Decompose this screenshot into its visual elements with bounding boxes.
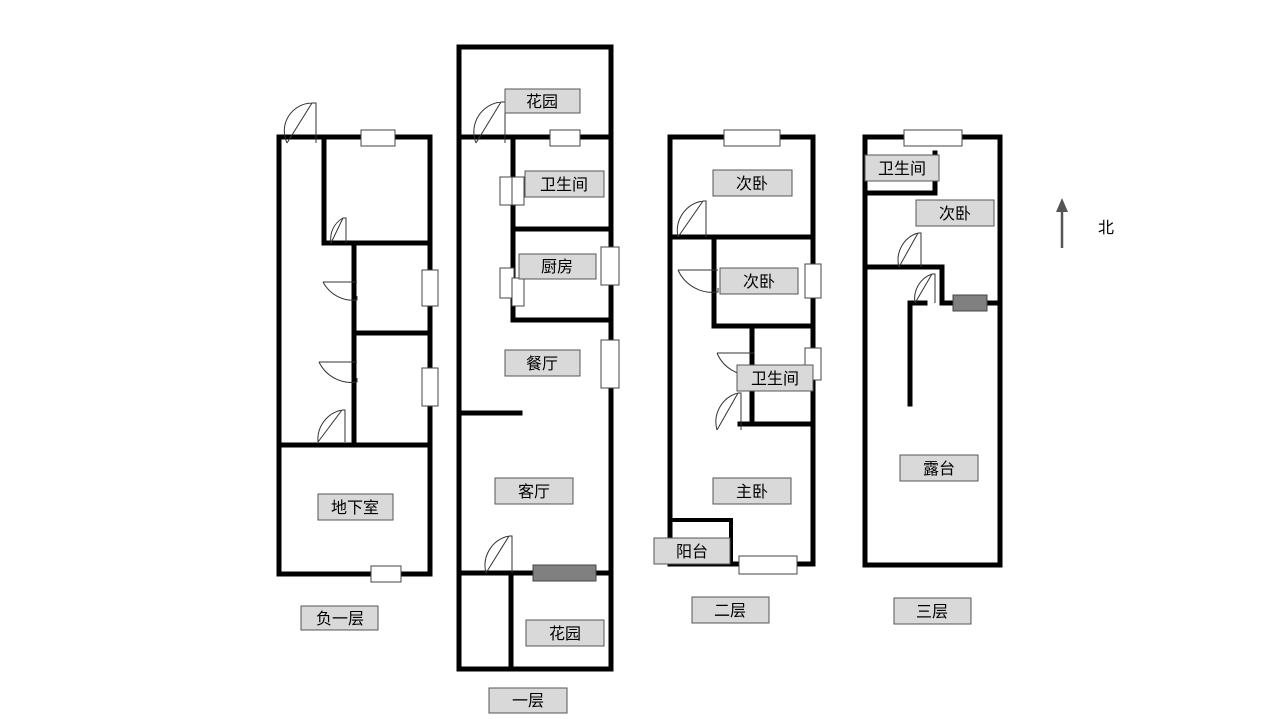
wall-marker — [532, 564, 597, 582]
door — [677, 269, 719, 293]
stairs — [530, 416, 554, 448]
window — [421, 367, 439, 407]
svg-text:负一层: 负一层 — [316, 609, 364, 628]
door — [897, 232, 922, 268]
stairs — [464, 364, 504, 406]
svg-text:花园: 花园 — [526, 92, 558, 111]
window — [511, 277, 525, 307]
floor-label-2: 二层 — [691, 596, 770, 624]
svg-text:卫生间: 卫生间 — [540, 175, 588, 194]
svg-text:卫生间: 卫生间 — [878, 159, 926, 178]
room-label-bathroom: 卫生间 — [524, 170, 605, 198]
svg-text:卫生间: 卫生间 — [751, 369, 799, 388]
door — [715, 392, 742, 431]
svg-text:一层: 一层 — [512, 691, 544, 710]
door — [322, 281, 358, 301]
svg-text:厨房: 厨房 — [541, 257, 573, 276]
door — [676, 200, 707, 238]
svg-text:次卧: 次卧 — [736, 174, 768, 193]
floor-3-plan: 卫生间 次卧 露台 三层 — [862, 129, 1003, 625]
stairs — [486, 578, 510, 610]
floor-2-plan: 次卧 次卧 卫生间 主卧 阳台 二层 — [653, 129, 822, 624]
stairs — [674, 364, 710, 406]
floor-label-b1: 负一层 — [300, 605, 379, 631]
svg-text:花园: 花园 — [549, 624, 581, 643]
window — [360, 129, 396, 147]
north-arrowhead-icon — [1056, 198, 1068, 212]
window — [549, 129, 581, 147]
window — [421, 269, 439, 307]
door — [473, 101, 506, 144]
svg-text:地下室: 地下室 — [331, 498, 379, 517]
floor-1-plan: 花园 卫生间 厨房 餐厅 客厅 花园 一层 — [456, 44, 620, 714]
svg-text:餐厅: 餐厅 — [526, 354, 558, 373]
svg-text:次卧: 次卧 — [939, 204, 971, 223]
room-label-balcony: 阳台 — [653, 537, 731, 565]
room-label-second-bedroom-1: 次卧 — [712, 169, 793, 197]
room-label-kitchen: 厨房 — [518, 253, 597, 280]
room-label-dining: 餐厅 — [504, 349, 581, 377]
door — [330, 217, 347, 244]
room-label-bathroom: 卫生间 — [864, 154, 940, 182]
stairs — [284, 364, 322, 406]
svg-text:三层: 三层 — [916, 602, 948, 621]
svg-text:露台: 露台 — [923, 459, 955, 478]
svg-text:客厅: 客厅 — [518, 482, 550, 501]
room-label-terrace: 露台 — [899, 454, 979, 482]
floor-b1-walls — [276, 134, 433, 577]
north-compass: 北 — [1056, 198, 1114, 248]
room-label-second-bedroom: 次卧 — [915, 199, 995, 227]
room-label-second-bedroom-2: 次卧 — [719, 267, 799, 295]
svg-text:二层: 二层 — [714, 601, 746, 620]
floor-b1-plan: 地下室 负一层 — [276, 102, 439, 631]
stairs — [869, 364, 906, 406]
door — [484, 535, 513, 574]
floor-label-3: 三层 — [893, 597, 972, 625]
svg-text:主卧: 主卧 — [736, 482, 768, 501]
room-label-garden-top: 花园 — [504, 88, 581, 114]
svg-text:阳台: 阳台 — [676, 542, 708, 561]
room-label-bathroom: 卫生间 — [736, 364, 814, 392]
svg-text:次卧: 次卧 — [743, 272, 775, 291]
room-label-master-bedroom: 主卧 — [712, 477, 792, 505]
door — [317, 409, 346, 443]
north-label: 北 — [1098, 218, 1114, 237]
door — [318, 361, 358, 383]
window — [738, 555, 798, 575]
window — [723, 129, 781, 147]
room-label-basement: 地下室 — [317, 493, 394, 521]
window — [600, 339, 620, 389]
room-label-living: 客厅 — [494, 477, 574, 505]
door — [914, 273, 936, 304]
window — [600, 246, 620, 286]
wall-marker — [952, 294, 988, 312]
window — [903, 129, 963, 147]
room-label-garden-bottom: 花园 — [525, 619, 605, 647]
door — [283, 102, 317, 144]
window — [511, 176, 525, 206]
window — [804, 263, 822, 299]
floor-label-1: 一层 — [488, 687, 568, 714]
window — [370, 565, 402, 583]
